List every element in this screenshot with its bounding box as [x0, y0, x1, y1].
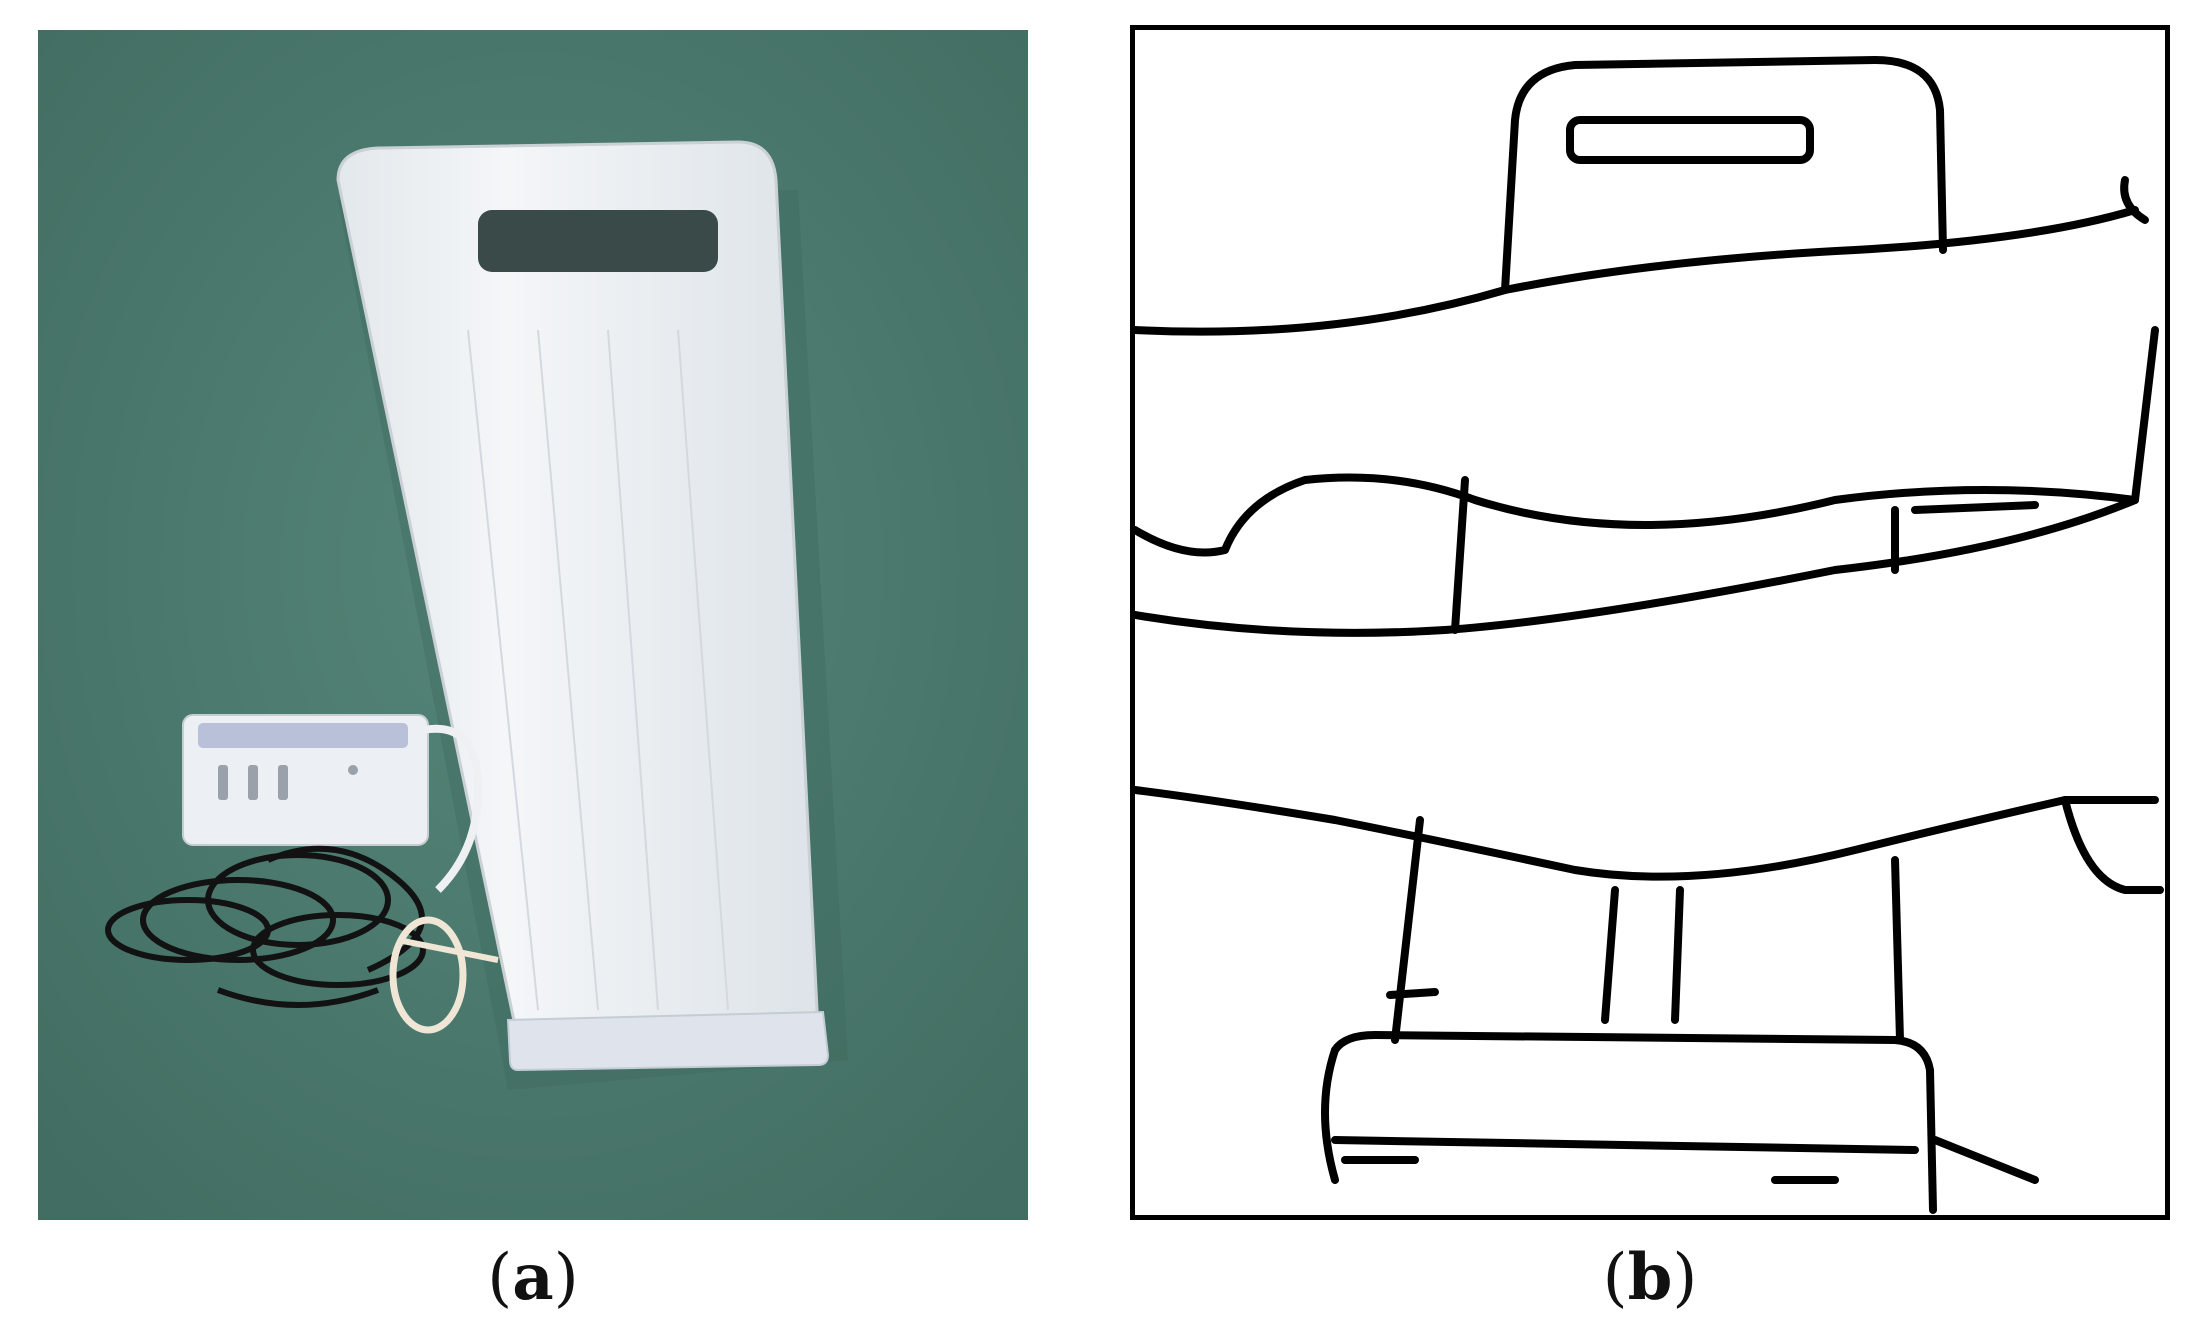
board-base — [506, 1010, 830, 1072]
controller-display — [198, 723, 408, 748]
support-block-left — [1391, 816, 1424, 1044]
drawing-panel-b — [1130, 25, 2170, 1220]
leg-lower-contour — [1135, 473, 2139, 557]
board — [336, 140, 820, 1042]
photo-device — [38, 30, 1028, 1220]
photo-panel-a — [38, 30, 1028, 1220]
handle-slot — [478, 210, 718, 272]
base-block — [1321, 1031, 1937, 1214]
leg-upper-contour — [1135, 206, 2139, 336]
board-top-outline — [1501, 56, 1947, 294]
board-handle-slot — [1566, 116, 1814, 164]
support-block-right — [1891, 856, 1904, 1044]
line-drawing — [1135, 56, 2164, 1214]
caption-panel-a: (a) — [487, 1240, 579, 1315]
second-leg-contour — [1135, 786, 2159, 881]
caption-panel-b: (b) — [1602, 1240, 1698, 1315]
controller-buttons — [218, 765, 358, 800]
